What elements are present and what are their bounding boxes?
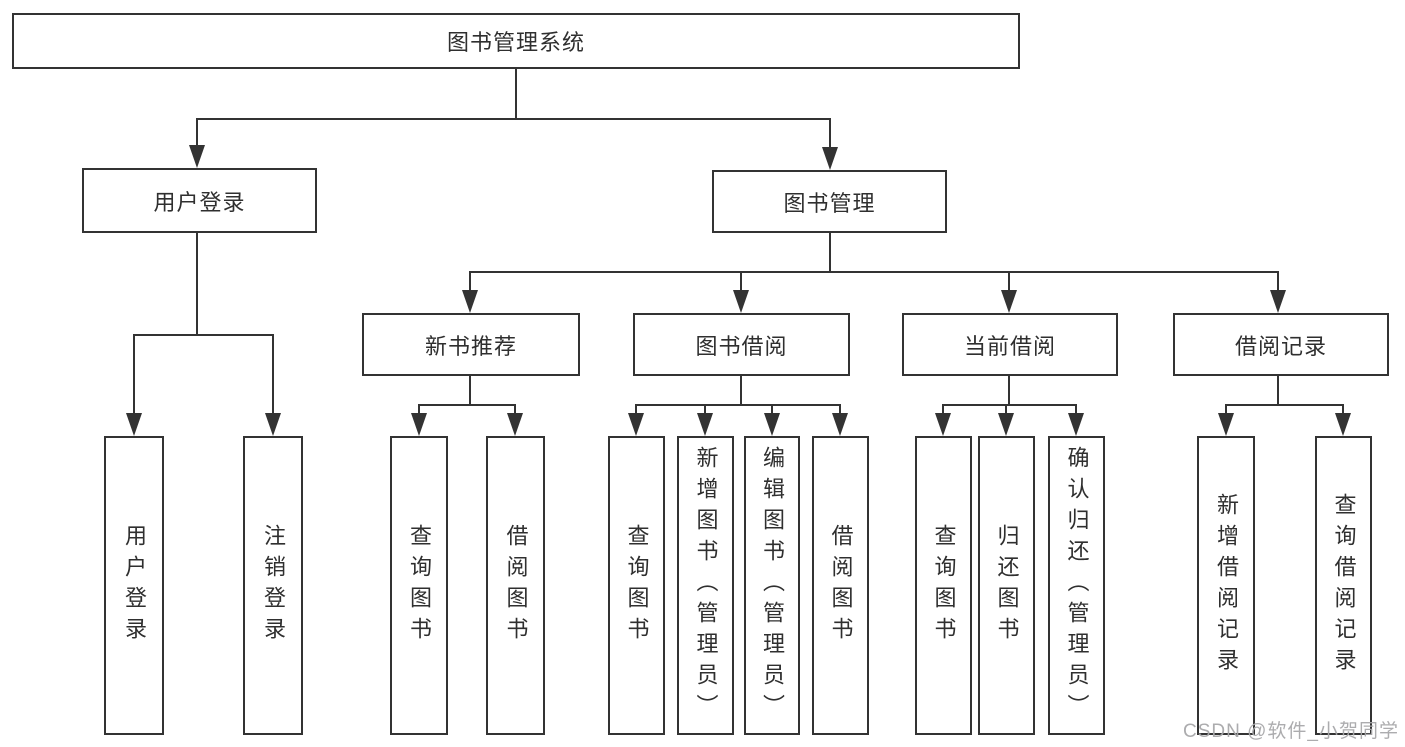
leaf-query-books-recommend: 查询图书 — [390, 436, 448, 735]
node-label: 查询图书 — [931, 523, 957, 648]
arrowhead-icons — [126, 145, 1351, 436]
node-label: 查询图书 — [624, 523, 650, 648]
node-current-borrowing: 当前借阅 — [902, 313, 1118, 376]
node-label: 图书管理 — [783, 190, 876, 216]
leaf-user-login: 用户登录 — [104, 436, 164, 735]
node-label: 确认归还（管理员） — [1064, 446, 1090, 725]
node-label: 编辑图书（管理员） — [760, 446, 785, 725]
node-label: 图书管理系统 — [446, 30, 585, 55]
node-label: 借阅图书 — [503, 523, 529, 648]
node-label: 用户登录 — [122, 523, 147, 648]
leaf-add-borrow-record: 新增借阅记录 — [1197, 436, 1255, 735]
node-label: 查询图书 — [407, 523, 432, 648]
leaf-query-books-borrowing: 查询图书 — [608, 436, 665, 735]
node-label: 新增借阅记录 — [1214, 492, 1239, 679]
node-book-management: 图书管理 — [712, 170, 947, 233]
node-borrowing-records: 借阅记录 — [1173, 313, 1389, 376]
leaf-confirm-return-admin: 确认归还（管理员） — [1048, 436, 1105, 735]
node-label: 用户登录 — [153, 189, 246, 215]
leaf-query-books-current: 查询图书 — [915, 436, 972, 735]
node-book-borrowing: 图书借阅 — [633, 313, 850, 376]
node-library-system-root: 图书管理系统 — [12, 13, 1020, 69]
node-user-login: 用户登录 — [82, 168, 317, 233]
node-label: 图书借阅 — [695, 333, 788, 359]
node-label: 新增图书（管理员） — [693, 446, 719, 725]
leaf-return-books: 归还图书 — [978, 436, 1035, 735]
leaf-edit-books-admin: 编辑图书（管理员） — [744, 436, 800, 735]
node-label: 新书推荐 — [424, 333, 517, 359]
node-label: 归还图书 — [994, 523, 1020, 648]
leaf-logout: 注销登录 — [243, 436, 303, 735]
node-label: 借阅图书 — [828, 523, 854, 648]
leaf-query-borrow-record: 查询借阅记录 — [1315, 436, 1372, 735]
leaf-borrow-books-recommend: 借阅图书 — [486, 436, 545, 735]
node-new-book-recommend: 新书推荐 — [362, 313, 580, 376]
leaf-borrow-books: 借阅图书 — [812, 436, 869, 735]
connector-lines — [133, 69, 1344, 414]
node-label: 查询借阅记录 — [1331, 492, 1357, 679]
node-label: 当前借阅 — [963, 333, 1056, 359]
node-label: 借阅记录 — [1234, 333, 1327, 359]
node-label: 注销登录 — [261, 523, 286, 648]
csdn-watermark: CSDN @软件_小贺同学 — [1183, 721, 1399, 742]
leaf-add-books-admin: 新增图书（管理员） — [677, 436, 734, 735]
